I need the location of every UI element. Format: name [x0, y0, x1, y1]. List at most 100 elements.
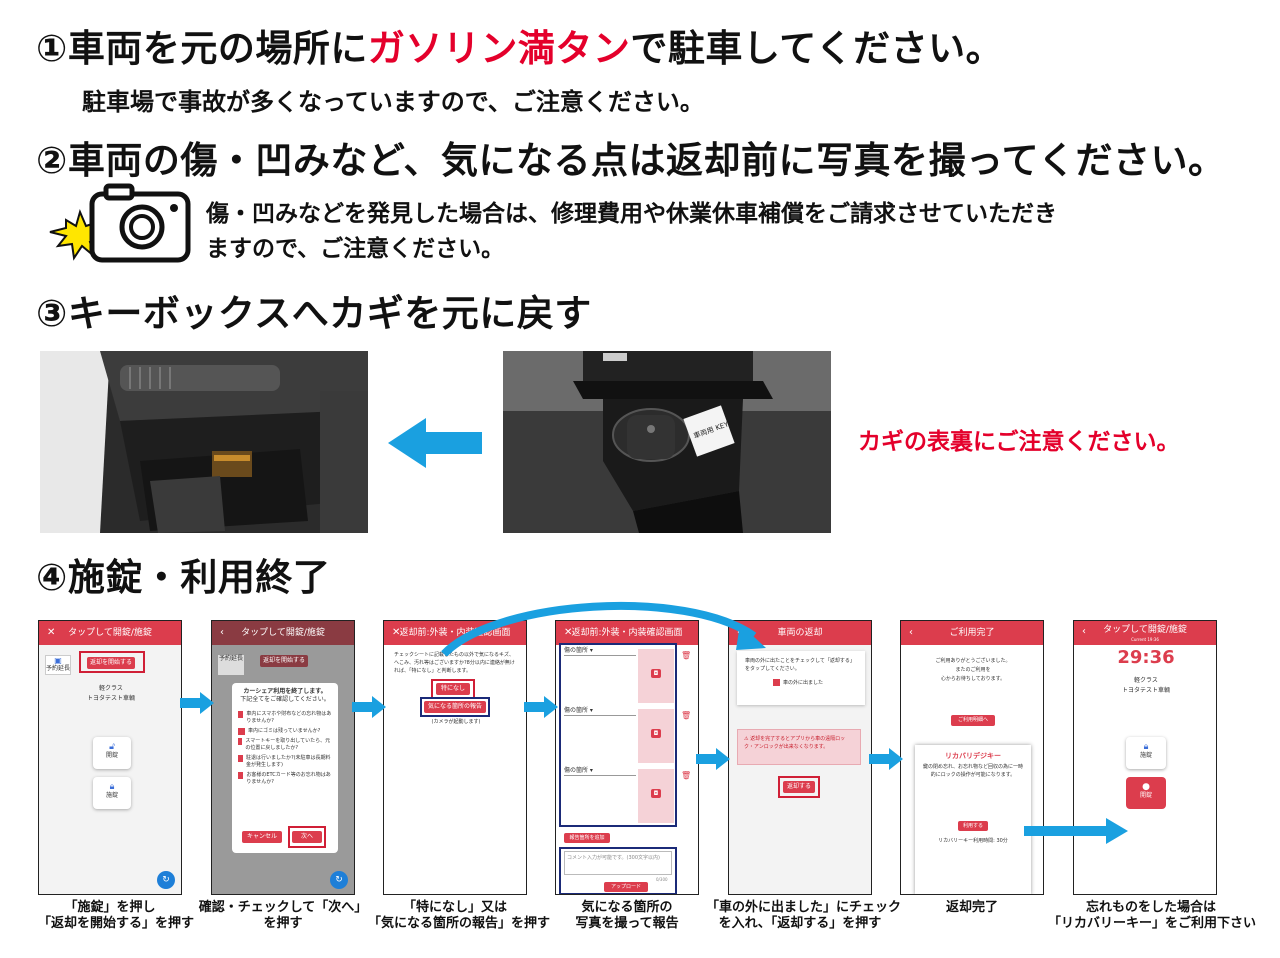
check-item[interactable]: 車内にゴミは残っていませんか? [238, 728, 332, 735]
unlock-label: 開錠 [1139, 792, 1152, 799]
check-label: スマートキーを取り出していたら、元の位置に戻しましたか? [245, 738, 331, 751]
unlock-button[interactable]: 🔓︎ 開錠 [93, 737, 131, 769]
damage-label: 傷の箇所 [564, 767, 589, 774]
trash-icon[interactable]: 🗑︎ [681, 771, 692, 780]
check-item[interactable]: 駐退は行いましたか?(未駐車は長期料金が発生します) [238, 755, 332, 769]
car-name: トヨタテスト車輌 [86, 695, 135, 702]
screen3-header: 返却前:外装・内装確認画面 [399, 628, 511, 638]
camera-icon: ◘ [651, 729, 661, 738]
confirm-card: 車両の外に出たことをチェックして「返却する」をタップしてください。 車の外に出ま… [737, 651, 865, 705]
back-icon[interactable]: ‹ [1082, 626, 1086, 637]
camera-note: (カメラが起動します) [431, 719, 481, 725]
step2-title: ②車両の傷・凹みなど、気になる点は返却前に写真を撮ってください。 [36, 139, 1226, 182]
checkbox-icon [238, 772, 244, 779]
lock-label: 施錠 [1139, 752, 1152, 759]
recovery-text: 鍵の閉め忘れ、お忘れ物など回収の為に一時的にロックの操作が可能になります。 [922, 764, 1024, 778]
caption-line: 「気になる箇所の報告」を押す [368, 916, 551, 931]
add-report-button[interactable]: 報告箇所を追加 [564, 833, 610, 843]
trash-icon[interactable]: 🗑︎ [681, 651, 692, 660]
photo-slot[interactable]: ◘ [638, 649, 674, 703]
back-icon[interactable]: ‹ [909, 627, 913, 638]
wait-text: 心からお待ちしております。 [940, 676, 1006, 682]
caption-4: 気になる箇所の写真を撮って報告 [555, 900, 699, 932]
right-arrow-icon [524, 696, 558, 718]
start-return-button[interactable]: 返却を開始する [87, 657, 135, 669]
photo-slot[interactable]: ◘ [638, 709, 674, 763]
screen2-header: タップして開錠/施錠 [241, 628, 325, 638]
check-item[interactable]: スマートキーを取り出していたら、元の位置に戻しましたか? [238, 738, 332, 752]
caption-3: 「特になし」又は「気になる箇所の報告」を押す [368, 900, 551, 932]
comment-input[interactable]: コメント入力が可能です。(300文字以内) [564, 851, 672, 875]
caption-2: 確認・チェックして「次へ」を押す [198, 900, 368, 932]
step1-title-pre: ①車両を元の場所に [36, 27, 368, 70]
lock-button[interactable]: 🔒︎ 施錠 [1126, 737, 1166, 769]
check-label: 車内にスマホや財布などの忘れ物はありませんか? [246, 711, 332, 724]
back-icon[interactable]: ‹ [220, 627, 224, 638]
history-button[interactable]: ご利用明細へ [951, 715, 995, 726]
lock-label: 施錠 [105, 792, 118, 799]
reserve-extend-button[interactable]: ▣ 予約延長 [45, 655, 71, 675]
screen-6: ‹ご利用完了 ご利用ありがとうございました。 またのご利用を 心からお待ちしてお… [900, 620, 1044, 895]
highlight-box [778, 776, 820, 798]
check-item[interactable]: お客様のETCカード等のお忘れ物はありませんか? [238, 772, 332, 786]
refresh-icon: ↻ [330, 871, 348, 889]
unlock-button[interactable]: ● 開錠 [1126, 777, 1166, 809]
none-button[interactable]: 特になし [436, 683, 470, 695]
lock-button[interactable]: 🔒︎ 施錠 [93, 777, 131, 809]
caption-line: 写真を撮って報告 [575, 916, 679, 931]
car-name: トヨタテスト車輌 [1121, 687, 1170, 694]
cancel-button[interactable]: キャンセル [242, 831, 282, 843]
highlight-box [559, 643, 677, 827]
dialog-sub: 下記全てをご確認してください。 [240, 696, 330, 703]
right-arrow-icon [180, 692, 214, 714]
recovery-use-button[interactable]: 利用する [958, 821, 988, 831]
screen4-header: 返却前:外装・内装確認画面 [571, 628, 683, 638]
check-item[interactable]: 車内にスマホや財布などの忘れ物はありませんか? [238, 711, 332, 725]
screen-1: ✕タップして開錠/施錠 ▣ 予約延長 返却を開始する 軽クラス トヨタテスト車輌… [38, 620, 182, 895]
close-icon[interactable]: ✕ [564, 627, 573, 638]
unlock-label: 開錠 [105, 752, 118, 759]
highlight-box [431, 679, 475, 699]
trash-icon[interactable]: 🗑︎ [681, 711, 692, 720]
caption-line: 確認・チェックして「次へ」 [198, 900, 368, 915]
step2-line2: ますので、ご注意ください。 [206, 236, 505, 262]
damage-select[interactable]: 傷の箇所 ▾ [564, 647, 636, 656]
screen-5: ‹車両の返却 車両の外に出たことをチェックして「返却する」をタップしてください。… [728, 620, 872, 895]
camera-icon [46, 182, 196, 268]
left-arrow-icon [388, 418, 482, 472]
report-button[interactable]: 気になる箇所の報告 [424, 701, 486, 713]
next-button[interactable]: 次へ [292, 831, 322, 843]
reserve-label: 予約延長 [46, 665, 71, 672]
upload-button[interactable]: アップロード [604, 882, 648, 892]
checkbox-icon [238, 738, 243, 745]
camera-icon: ◘ [651, 669, 661, 678]
highlight-box [79, 651, 145, 673]
damage-select[interactable]: 傷の箇所 ▾ [564, 707, 636, 716]
close-icon[interactable]: ✕ [392, 627, 401, 638]
screen-4: ✕返却前:外装・内装確認画面 傷の箇所 ▾ ◘ 🗑︎ 傷の箇所 ▾ ◘ 🗑︎ 傷… [555, 620, 699, 895]
check-label: お客様のETCカード等のお忘れ物はありませんか? [246, 772, 331, 785]
recovery-time: リカバリーキー利用時間: 30分 [938, 838, 1008, 844]
caption-line: 「リカバリーキー」をご利用下さい [1048, 916, 1257, 931]
return-button[interactable]: 返却する [783, 781, 815, 793]
screen5-header: 車両の返却 [777, 628, 823, 638]
photo-slot[interactable]: ◘ [638, 769, 674, 823]
caption-line: を入れ、「返却する」を押す [718, 916, 882, 931]
highlight-box [559, 847, 677, 894]
check-label: 車内にゴミは残っていませんか? [248, 728, 321, 734]
close-icon[interactable]: ✕ [47, 627, 56, 638]
caption-line: 「特になし」又は [402, 900, 507, 915]
refresh-icon[interactable]: ↻ [157, 871, 175, 889]
calendar-icon: ▣ [54, 656, 62, 665]
step1-title-highlight: ガソリン満タン [367, 27, 631, 70]
highlight-box [420, 697, 490, 717]
outside-check[interactable]: 車の外に出ました [737, 673, 865, 687]
key-note: カギの表裏にご注意ください。 [858, 429, 1180, 455]
unlock-icon: 🔓︎ [109, 742, 115, 752]
again-text: またのご利用を [955, 667, 991, 673]
caption-7: 忘れものをした場合は「リカバリーキー」をご利用下さい [1048, 900, 1257, 932]
warning-icon: ⚠ [744, 736, 749, 742]
warning-text: 返却を完了するとアプリから車の遠隔ロック・アンロックが出来なくなります。 [744, 736, 846, 750]
damage-select[interactable]: 傷の箇所 ▾ [564, 767, 636, 776]
confirm-text: 車両の外に出たことをチェックして「返却する」をタップしてください。 [745, 658, 855, 672]
